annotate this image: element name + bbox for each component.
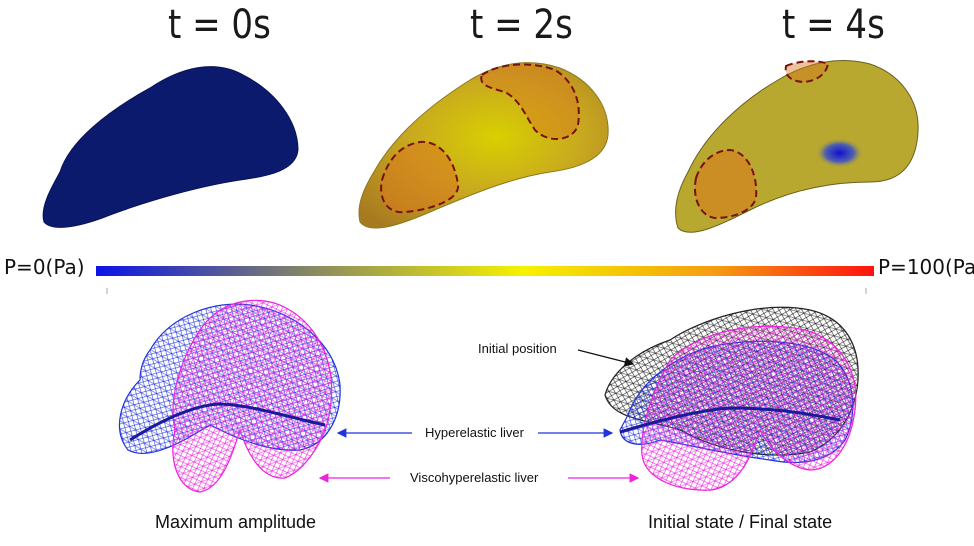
- hotspot-t4-b: [784, 60, 830, 84]
- hotspot-t4-a: [694, 148, 758, 220]
- mesh-ridge-right: [619, 406, 841, 434]
- pressure-colorbar: [96, 266, 874, 276]
- viscohyperelastic-mesh-left: [172, 299, 333, 493]
- liver-t0: [42, 66, 299, 228]
- hotspot-t2-b: [480, 63, 580, 140]
- label-initial-position: Initial position: [478, 341, 557, 356]
- pressure-min-label: P=0(Pa): [4, 255, 85, 279]
- hotspot-t2-a: [380, 140, 460, 214]
- pressure-max-label: P=100(Pa): [878, 255, 974, 279]
- mesh-group-max-amplitude: [118, 299, 341, 493]
- arrow-initial-position: [577, 349, 635, 367]
- low-pressure-region-t4: [780, 120, 876, 180]
- time-label-t4: t = 4s: [782, 2, 885, 48]
- caption-maximum-amplitude: Maximum amplitude: [155, 512, 317, 532]
- mesh-group-initial-final: [604, 306, 859, 491]
- label-hyperelastic-liver: Hyperelastic liver: [425, 425, 524, 440]
- caption-initial-final-state: Initial state / Final state: [648, 512, 833, 532]
- time-label-t0: t = 0s: [168, 2, 271, 48]
- label-viscohyperelastic-liver: Viscohyperelastic liver: [410, 470, 539, 485]
- mesh-ridge-left: [129, 402, 326, 442]
- time-label-t2: t = 2s: [470, 2, 573, 48]
